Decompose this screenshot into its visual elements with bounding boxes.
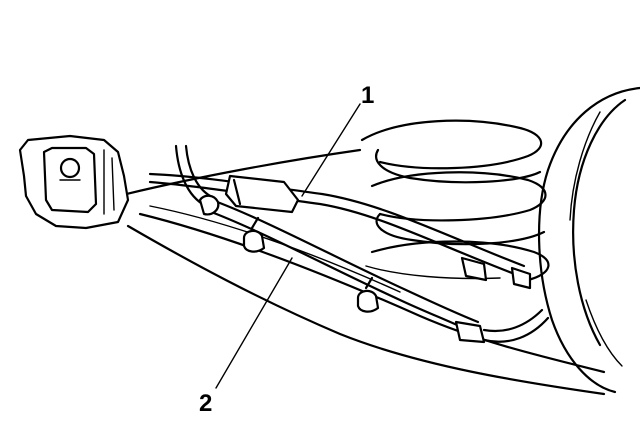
leader-line-1 (301, 103, 361, 197)
leader-line-2 (215, 257, 293, 389)
callout-2: 2 (199, 390, 212, 417)
callout-1: 1 (361, 82, 374, 109)
leader-lines (215, 103, 361, 389)
brake-pipe (148, 144, 532, 290)
trailing-arm (116, 148, 606, 396)
sensor-harness (198, 194, 550, 344)
harness-clips (242, 216, 380, 313)
wheel-speed-sensor (18, 134, 130, 230)
coil-spring (360, 119, 550, 282)
tire (537, 86, 640, 394)
